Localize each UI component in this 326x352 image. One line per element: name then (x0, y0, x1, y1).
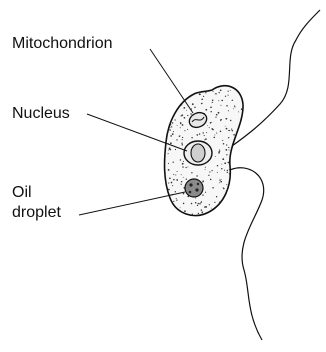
mitochondrion-pointer (150, 49, 193, 113)
nucleus-organelle (184, 141, 212, 165)
oil-droplet-pointer (79, 192, 185, 215)
oil-droplet-organelle (185, 179, 203, 197)
nucleus-label: Nucleus (12, 104, 70, 124)
mitochondrion-label: Mitochondrion (12, 34, 113, 54)
oil-droplet-label-line1: Oil (12, 183, 32, 203)
upper-flagellum (232, 10, 320, 146)
oil-droplet-label-line2: droplet (12, 203, 61, 223)
lower-flagellum (230, 168, 264, 340)
